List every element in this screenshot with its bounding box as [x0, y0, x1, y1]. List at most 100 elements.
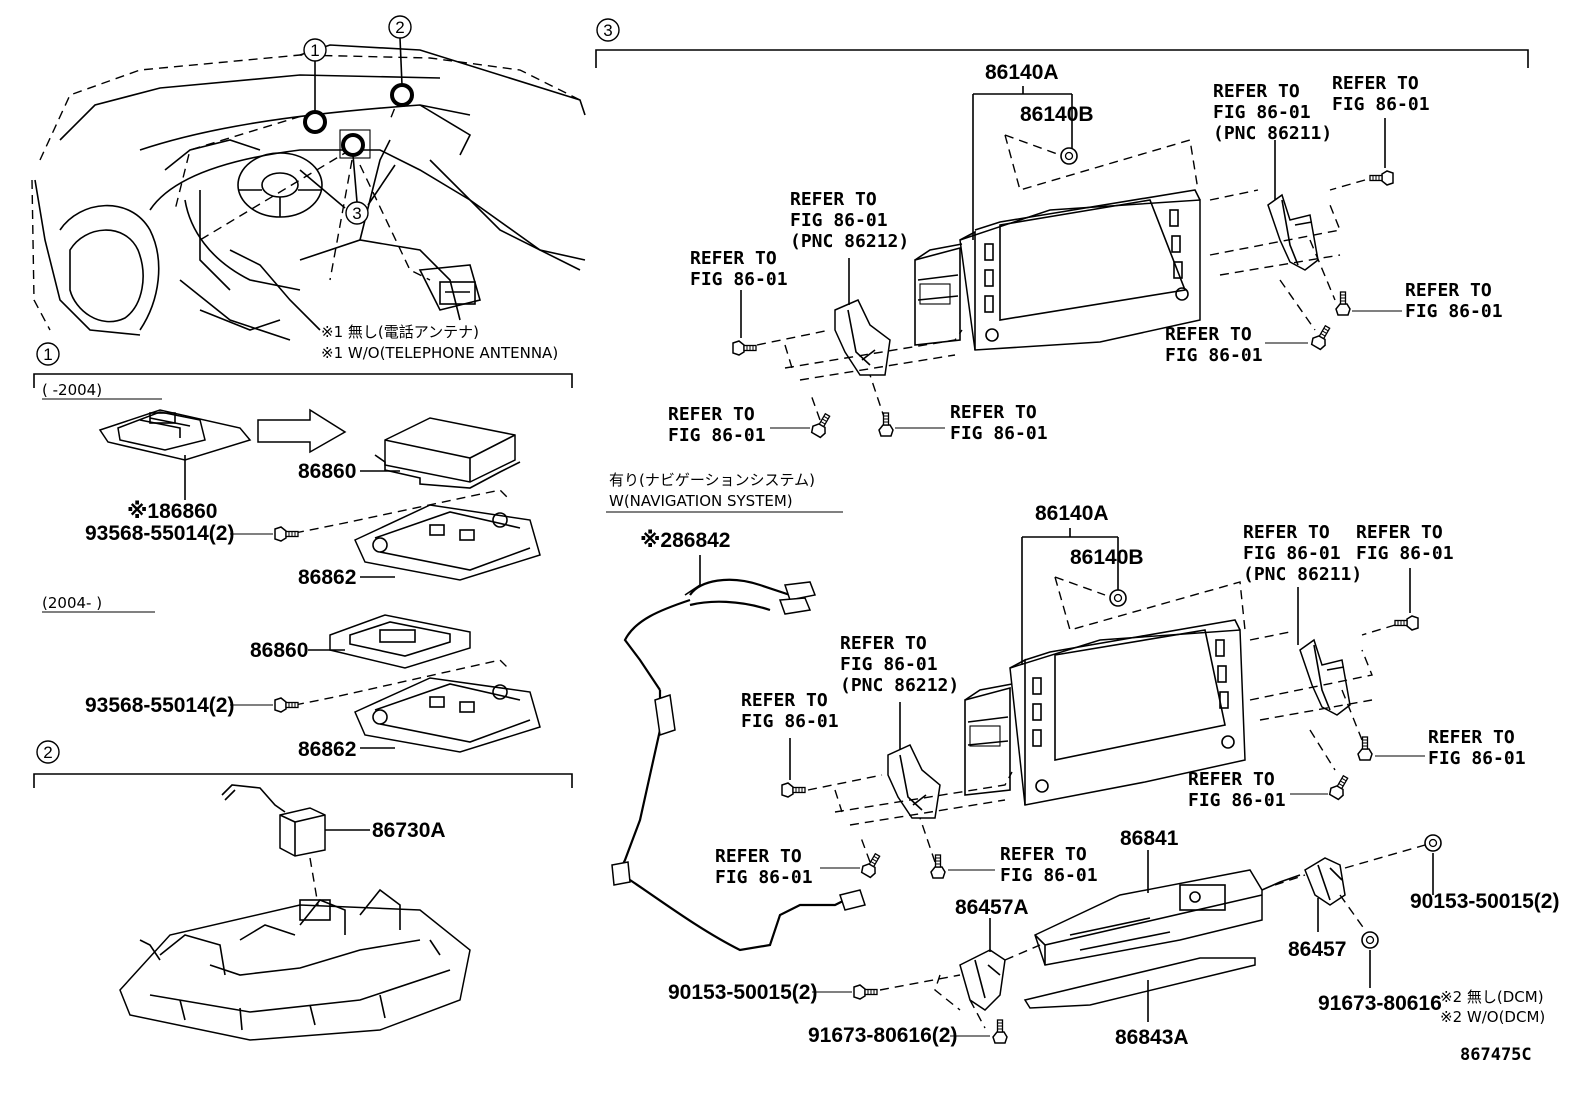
part-86862-a: 86862: [298, 566, 356, 589]
section-1: 1 ( -2004) ※186860 86860 93568-55014(2) …: [33, 342, 573, 761]
screw-icon: [1357, 736, 1373, 761]
refer-label-line2: FIG 86-01: [1405, 301, 1503, 322]
part-90153-a: 90153-50015(2): [668, 981, 817, 1004]
refer-label-line2: FIG 86-01: [1243, 543, 1341, 564]
refer-label-line2: FIG 86-01: [690, 269, 788, 290]
screw-icon: [1369, 170, 1394, 186]
part-86860-a: 86860: [298, 460, 356, 483]
refer-label-line1: REFER TO: [950, 402, 1037, 423]
refer-label-line2: FIG 86-01: [668, 425, 766, 446]
nut-icon: [1109, 589, 1127, 607]
refer-label-line2: FIG 86-01: [950, 423, 1048, 444]
refer-label-line1: REFER TO: [1000, 844, 1087, 865]
refer-label-pnc-86212: (PNC 86212): [790, 231, 909, 252]
callout-1: 1: [310, 41, 319, 60]
note-telephone-antenna-en: ※1 W/O(TELEPHONE ANTENNA): [321, 344, 558, 362]
refer-label-line1: REFER TO: [1405, 280, 1492, 301]
part-86860-tel: ※186860: [127, 500, 218, 523]
refer-label-line2: FIG 86-01: [1165, 345, 1263, 366]
screw-icon: [1309, 322, 1335, 352]
part-86842: ※286842: [640, 529, 731, 552]
part-90153-b: 90153-50015(2): [1410, 890, 1559, 913]
refer-label-line2: FIG 86-01: [1356, 543, 1454, 564]
callout-2: 2: [395, 18, 404, 37]
screw-icon: [1394, 615, 1419, 631]
part-86140A-top: 86140A: [985, 61, 1059, 84]
part-86140B-bottom: 86140B: [1070, 546, 1144, 569]
screw-icon: [781, 782, 806, 798]
refer-label-line2: FIG 86-01: [1332, 94, 1430, 115]
screw-icon: [809, 410, 835, 440]
part-86860-b: 86860: [250, 639, 308, 662]
screw-icon: [1335, 291, 1351, 316]
section-1-marker: 1: [43, 345, 52, 364]
part-86457A: 86457A: [955, 896, 1029, 919]
refer-label-line1: REFER TO: [1332, 73, 1419, 94]
part-86457: 86457: [1288, 938, 1346, 961]
callout-3: 3: [352, 204, 361, 223]
section-2-marker: 2: [43, 743, 52, 762]
refer-label-line2: FIG 86-01: [1428, 748, 1526, 769]
part-86140A-bottom: 86140A: [1035, 502, 1109, 525]
screw-icon: [1327, 772, 1353, 802]
part-86730A: 86730A: [372, 819, 446, 842]
figure-id: 867475C: [1460, 1045, 1532, 1065]
year-range-early: ( -2004): [42, 381, 102, 399]
section-2: 2 86730A: [33, 740, 573, 1041]
part-93568-a: 93568-55014(2): [85, 522, 234, 545]
screw-icon: [859, 850, 885, 880]
refer-label-line1: REFER TO: [1213, 81, 1300, 102]
part-86862-b: 86862: [298, 738, 356, 761]
screw-icon: [274, 526, 299, 542]
nut-icon: [1424, 834, 1442, 852]
refer-label-line1: REFER TO: [741, 690, 828, 711]
note-telephone-antenna-jp: ※1 無し(電話アンテナ): [321, 323, 479, 341]
refer-label-pnc-86211: (PNC 86211): [1243, 564, 1362, 585]
part-91673-b: 91673-80616: [1318, 992, 1442, 1015]
refer-label-line2: FIG 86-01: [1213, 102, 1311, 123]
refer-label-line1: REFER TO: [840, 633, 927, 654]
part-93568-b: 93568-55014(2): [85, 694, 234, 717]
note-navigation-jp: 有り(ナビゲーションシステム): [609, 471, 815, 489]
screw-icon: [732, 340, 757, 356]
screw-icon: [878, 412, 894, 437]
refer-label-line2: FIG 86-01: [1000, 865, 1098, 886]
refer-label-line1: REFER TO: [1165, 324, 1252, 345]
refer-label-line2: FIG 86-01: [715, 867, 813, 888]
refer-label-line1: REFER TO: [1188, 769, 1275, 790]
vehicle-interior-illustration: 1 2 3: [31, 15, 586, 341]
arrow-right-icon: [257, 408, 347, 454]
part-86843A: 86843A: [1115, 1026, 1189, 1049]
refer-label-line2: FIG 86-01: [1188, 790, 1286, 811]
refer-label-line1: REFER TO: [790, 189, 877, 210]
refer-label-line2: FIG 86-01: [790, 210, 888, 231]
note-dcm-jp: ※2 無し(DCM): [1440, 988, 1544, 1006]
part-86841: 86841: [1120, 827, 1179, 850]
refer-label-pnc-86211: (PNC 86211): [1213, 123, 1332, 144]
year-range-late: (2004- ): [42, 594, 102, 612]
display-unit-bottom: [964, 619, 1246, 806]
refer-label-line1: REFER TO: [1356, 522, 1443, 543]
display-unit-top: [914, 189, 1201, 351]
refer-label-line1: REFER TO: [690, 248, 777, 269]
part-91673-a: 91673-80616(2): [808, 1024, 957, 1047]
section-3-marker: 3: [603, 21, 612, 40]
part-86140B-top: 86140B: [1020, 103, 1094, 126]
note-navigation-en: W(NAVIGATION SYSTEM): [609, 492, 793, 510]
refer-label-line2: FIG 86-01: [840, 654, 938, 675]
refer-label-line1: REFER TO: [715, 846, 802, 867]
section-3: 3 86140A 86140B: [595, 18, 1529, 446]
refer-label-pnc-86212: (PNC 86212): [840, 675, 959, 696]
navigation-section: 有り(ナビゲーションシステム) W(NAVIGATION SYSTEM) ※28…: [606, 471, 1559, 1065]
refer-label-line2: FIG 86-01: [741, 711, 839, 732]
refer-label-line1: REFER TO: [1428, 727, 1515, 748]
screw-icon: [853, 984, 878, 1000]
refer-label-line1: REFER TO: [1243, 522, 1330, 543]
note-dcm-en: ※2 W/O(DCM): [1440, 1008, 1545, 1026]
nut-icon: [1060, 147, 1078, 165]
nut-icon: [1361, 931, 1379, 949]
refer-label-line1: REFER TO: [668, 404, 755, 425]
screw-icon: [992, 1019, 1008, 1044]
